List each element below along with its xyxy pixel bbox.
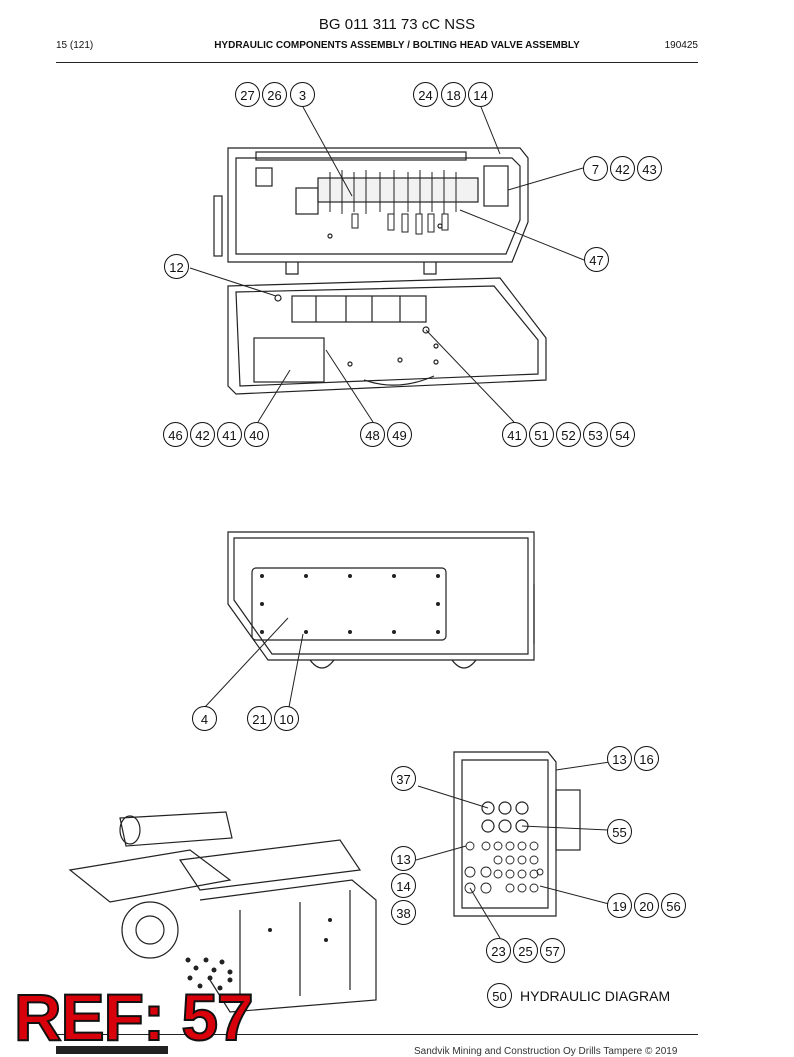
callout-42: 42: [610, 156, 635, 181]
callout-48: 48: [360, 422, 385, 447]
leader-lines: [189, 106, 611, 939]
callout-19: 19: [607, 893, 632, 918]
callout-18: 18: [441, 82, 466, 107]
callout-57: 57: [540, 938, 565, 963]
callout-43: 43: [637, 156, 662, 181]
reference-overlay: REF: 57: [13, 980, 255, 1054]
callout-38: 38: [391, 900, 416, 925]
callout-52: 52: [556, 422, 581, 447]
callout-50: 50: [487, 983, 512, 1008]
callout-7: 7: [583, 156, 608, 181]
callout-13: 13: [391, 846, 416, 871]
callout-41: 41: [502, 422, 527, 447]
callout-40: 40: [244, 422, 269, 447]
callout-12: 12: [164, 254, 189, 279]
callout-24: 24: [413, 82, 438, 107]
callout-10: 10: [274, 706, 299, 731]
callout-23: 23: [486, 938, 511, 963]
header-rule: [56, 62, 698, 63]
date-code: 190425: [664, 40, 698, 51]
document-code: BG 011 311 73 cC NSS: [318, 16, 476, 33]
callout-13: 13: [607, 746, 632, 771]
footer-rule: [56, 1034, 698, 1035]
valve-box-open-view: [213, 147, 529, 275]
callout-14: 14: [391, 873, 416, 898]
callout-46: 46: [163, 422, 188, 447]
section-title: HYDRAULIC COMPONENTS ASSEMBLY / BOLTING …: [214, 40, 580, 51]
callout-20: 20: [634, 893, 659, 918]
callout-27: 27: [235, 82, 260, 107]
callout-16: 16: [634, 746, 659, 771]
callout-49: 49: [387, 422, 412, 447]
callout-41: 41: [217, 422, 242, 447]
callout-4: 4: [192, 706, 217, 731]
callout-26: 26: [262, 82, 287, 107]
callout-25: 25: [513, 938, 538, 963]
callout-47: 47: [584, 247, 609, 272]
valve-box-lid: [227, 277, 547, 395]
valve-box-closed-view: [227, 531, 535, 669]
callout-53: 53: [583, 422, 608, 447]
page-reference: 15 (121): [56, 40, 94, 51]
callout-51: 51: [529, 422, 554, 447]
callout-14: 14: [468, 82, 493, 107]
callout-3: 3: [290, 82, 315, 107]
callout-42: 42: [190, 422, 215, 447]
footer-copyright: Sandvik Mining and Construction Oy Drill…: [414, 1046, 678, 1057]
callout-21: 21: [247, 706, 272, 731]
sandvik-logo: [56, 1046, 168, 1054]
callout-37: 37: [391, 766, 416, 791]
callout-55: 55: [607, 819, 632, 844]
bolting-head-isometric: [68, 811, 377, 1013]
callout-56: 56: [661, 893, 686, 918]
hydraulic-diagram-label: HYDRAULIC DIAGRAM: [520, 988, 671, 1004]
callout-54: 54: [610, 422, 635, 447]
